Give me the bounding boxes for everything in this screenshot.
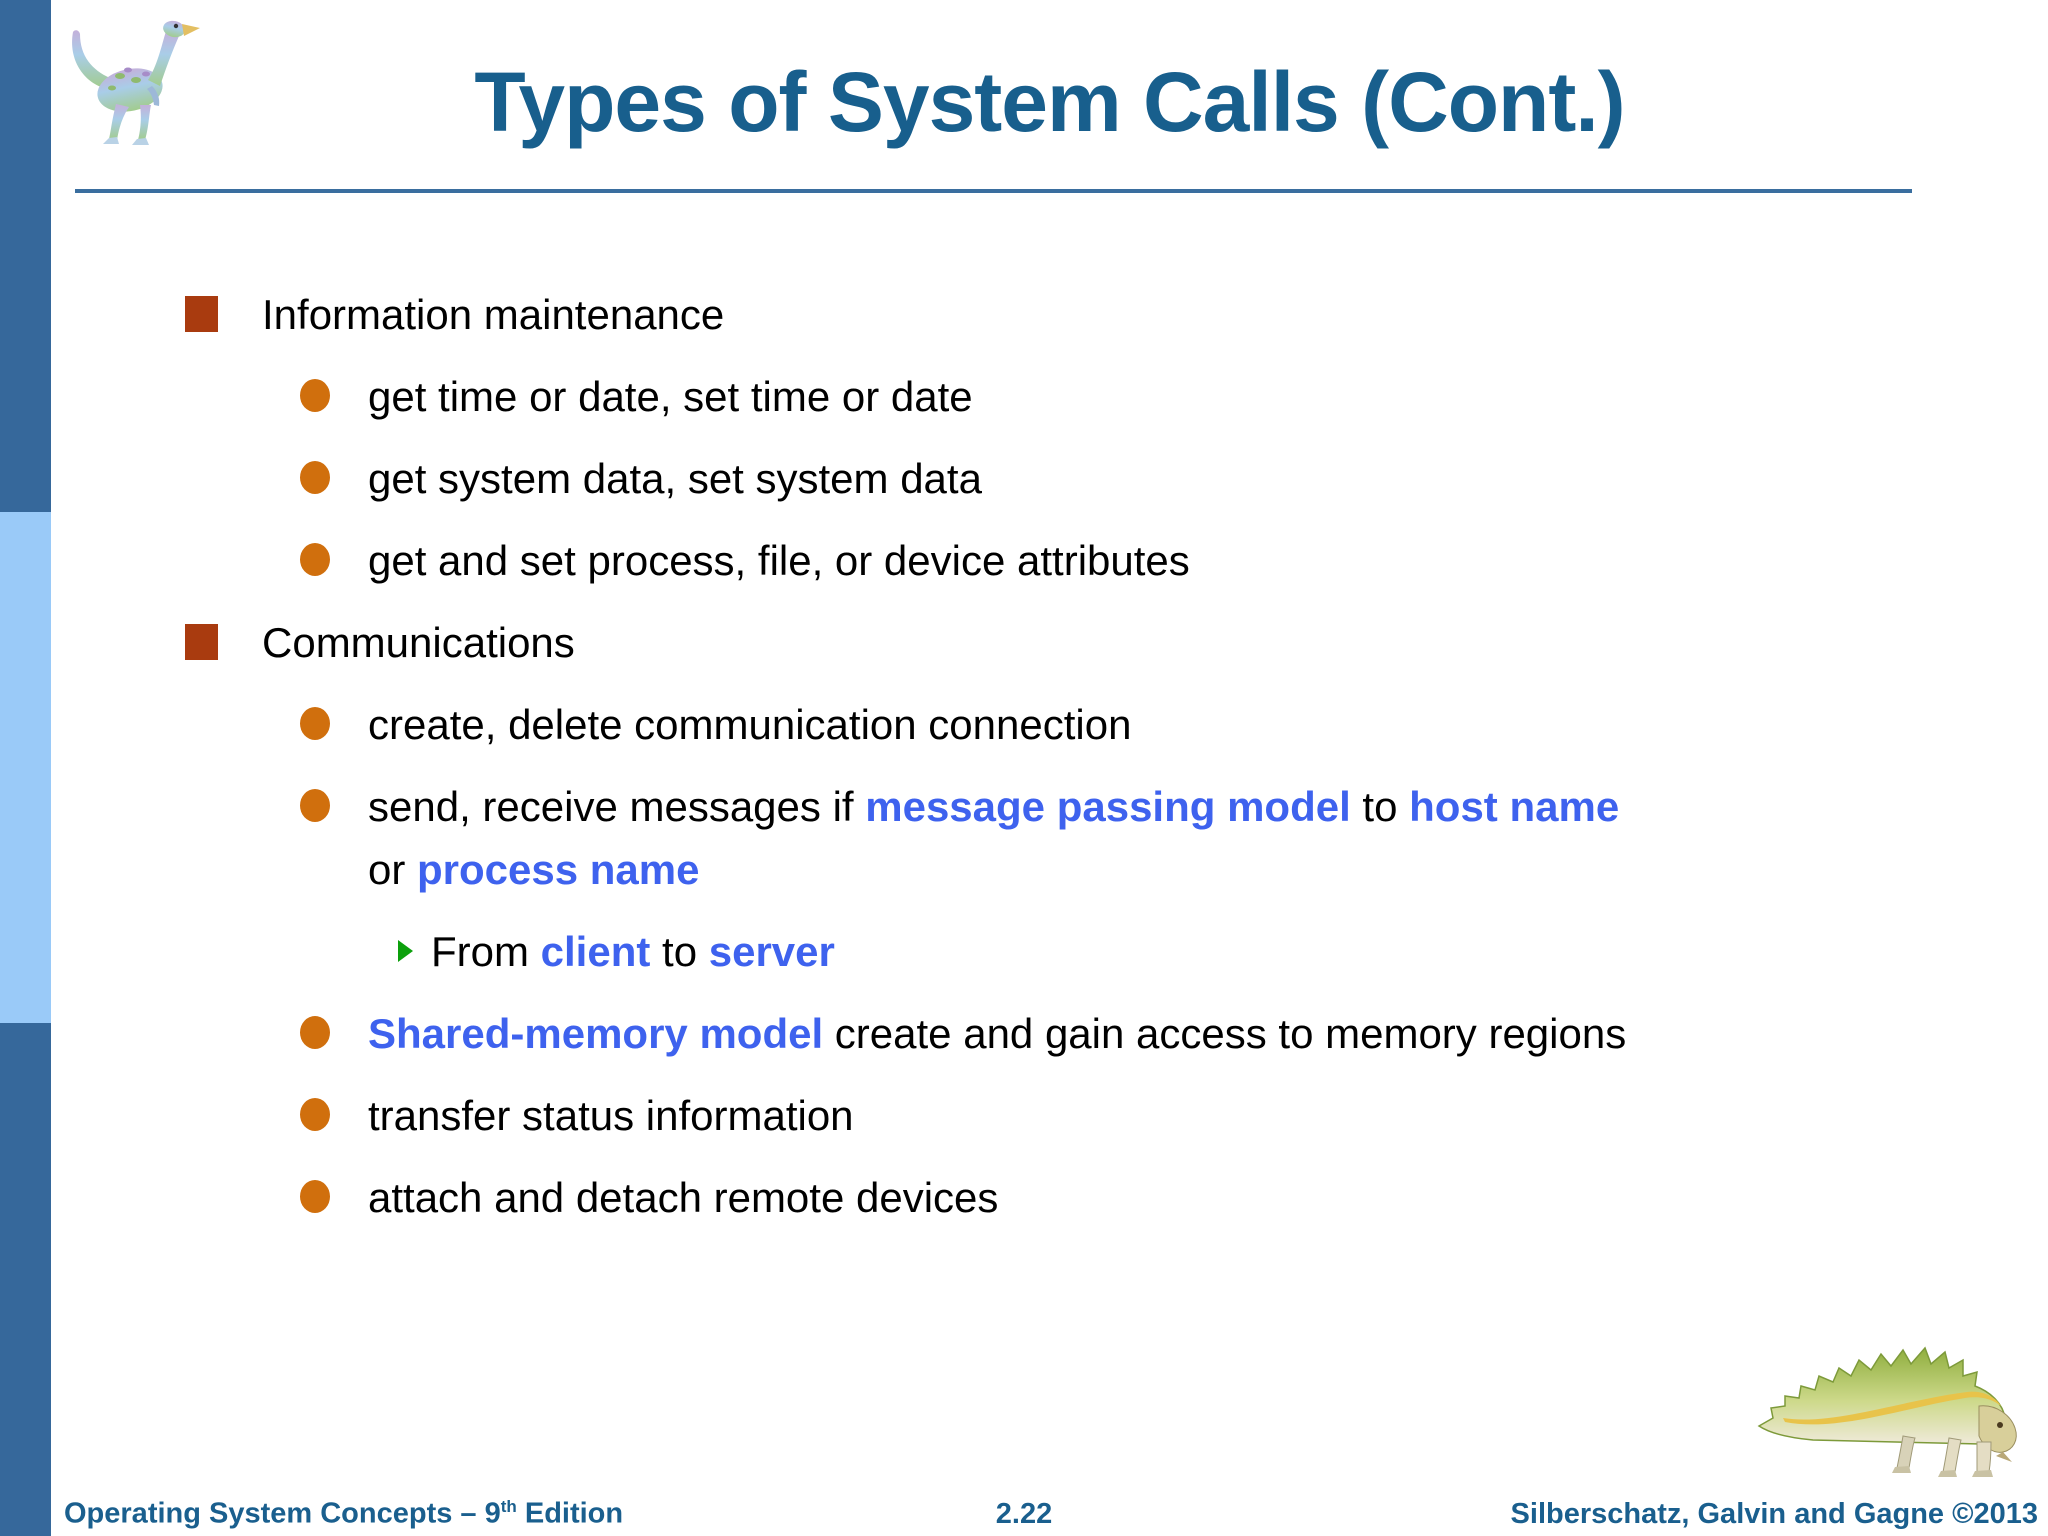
bullet-text: get system data, set system data [368,455,982,502]
bullet-item-get-system-data: get system data, set system data [51,447,1801,510]
bullet-item-communications: Communications [51,611,1801,674]
bullet-text: create, delete communication connection [368,701,1132,748]
dot-bullet-icon [300,789,330,822]
slide-footer: Operating System Concepts – 9th Edition … [0,1494,2048,1532]
sidebar-segment-light-middle [0,512,51,1023]
bullet-item-create-delete-connection: create, delete communication connection [51,693,1801,756]
slide-title: Types of System Calls (Cont.) [474,55,1625,149]
dinosaur-logo-icon [72,20,200,145]
sidebar-segment-dark-bottom [0,1023,51,1536]
bullet-item-attach-detach-devices: attach and detach remote devices [51,1166,1801,1229]
bullet-text: From client to server [431,928,835,975]
bullet-text: attach and detach remote devices [368,1174,999,1221]
arrow-bullet-icon [398,940,413,962]
bullet-item-from-client-to-server: From client to server [51,920,1801,983]
bullet-text: get time or date, set time or date [368,373,973,420]
dinosaur-logo-icon [1757,1346,2017,1477]
bullet-item-shared-memory-model: Shared-memory model create and gain acce… [51,1002,1801,1065]
bullet-text: Communications [262,619,575,666]
bullet-text: transfer status information [368,1092,854,1139]
dot-bullet-icon [300,461,330,494]
dot-bullet-icon [300,1180,330,1213]
sidebar-accent-bar [0,0,51,1536]
bullet-list: Information maintenance get time or date… [51,283,1801,1248]
square-bullet-icon [185,624,218,660]
sidebar-segment-dark-top [0,0,51,512]
square-bullet-icon [185,296,218,332]
bullet-item-send-receive-messages: send, receive messages if message passin… [51,775,1801,901]
dot-bullet-icon [300,1016,330,1049]
footer-book-title: Operating System Concepts – 9th Edition [64,1497,624,1530]
bullet-text: get and set process, file, or device att… [368,537,1190,584]
dot-bullet-icon [300,1098,330,1131]
bullet-item-transfer-status: transfer status information [51,1084,1801,1147]
footer-authors: Silberschatz, Galvin and Gagne ©2013 [1510,1498,2038,1530]
bullet-text: Information maintenance [262,291,725,338]
bullet-item-get-time: get time or date, set time or date [51,365,1801,428]
dot-bullet-icon [300,707,330,740]
bullet-item-get-set-attributes: get and set process, file, or device att… [51,529,1801,592]
dot-bullet-icon [300,379,330,412]
bullet-text: Shared-memory model create and gain acce… [368,1010,1627,1057]
bullet-item-information-maintenance: Information maintenance [51,283,1801,346]
title-rule [75,189,1912,193]
bullet-text: send, receive messages if message passin… [368,783,1620,893]
dot-bullet-icon [300,543,330,576]
footer-page-number: 2.22 [995,1498,1053,1530]
